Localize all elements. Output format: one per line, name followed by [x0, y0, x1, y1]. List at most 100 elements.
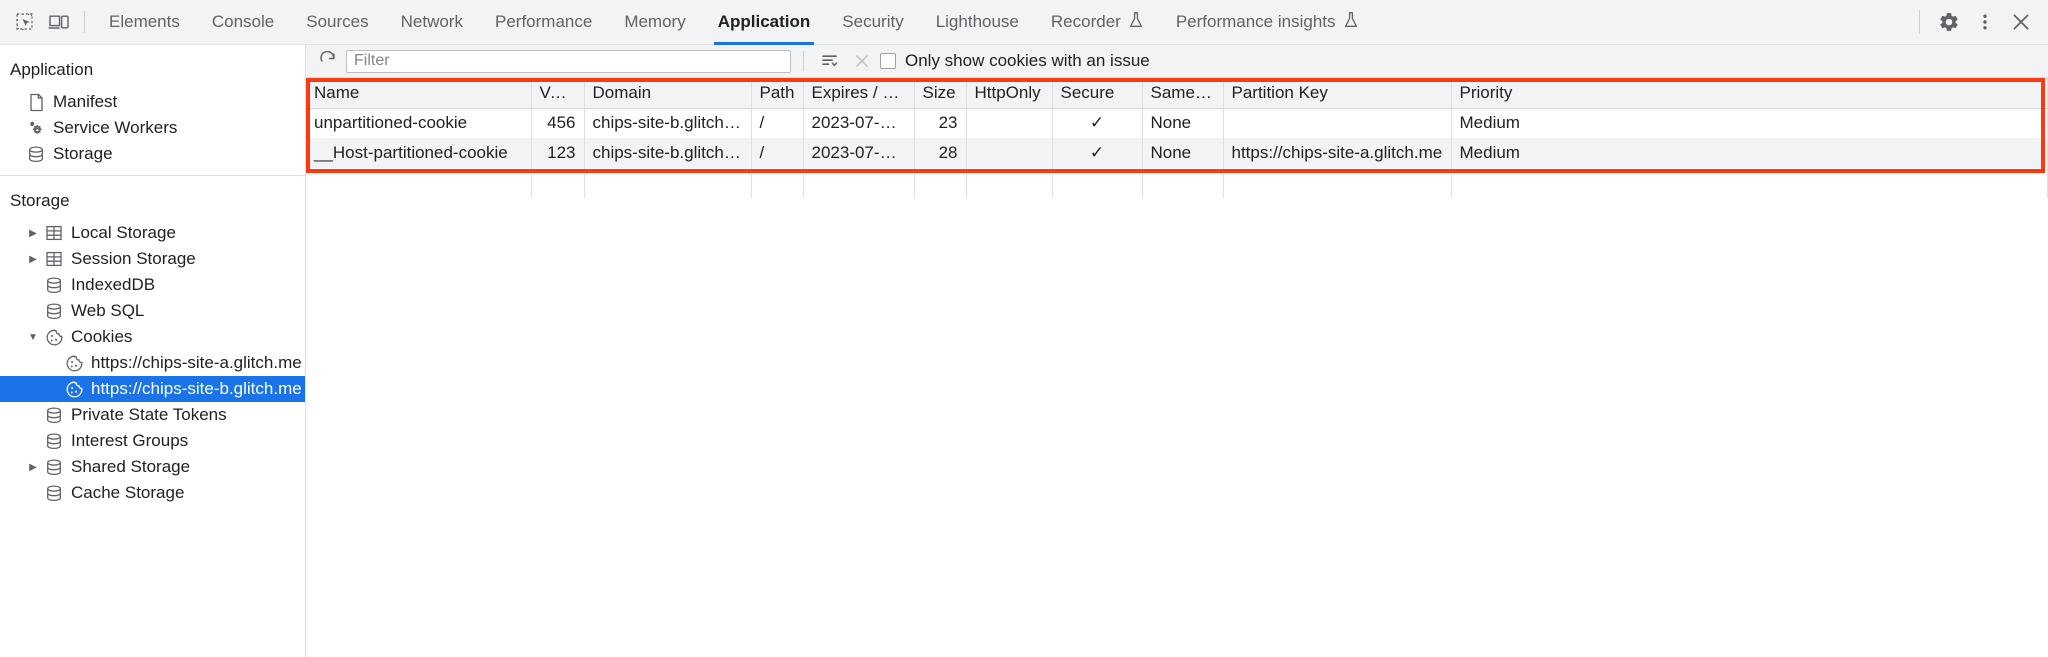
tab-label: Security [842, 12, 904, 31]
sidebar-item-label: IndexedDB [71, 275, 156, 294]
checkbox-box[interactable] [880, 53, 896, 69]
empty-cell [531, 168, 585, 198]
sidebar-item-https-chips-site-b-glitch-me[interactable]: ▶https://chips-site-b.glitch.me [0, 376, 305, 402]
database-icon [42, 431, 66, 451]
tab-label: Performance [494, 12, 593, 31]
chevron-right-icon[interactable]: ▶ [29, 253, 37, 265]
cell-partition-key[interactable] [1223, 108, 1452, 138]
cell-samesite[interactable]: None [1142, 108, 1224, 138]
cell-expires[interactable]: 2023-07-07… [803, 138, 915, 168]
tab-label: Network [400, 12, 463, 31]
database-icon [42, 275, 66, 295]
column-header-priority[interactable]: Priority [1451, 78, 2048, 109]
empty-cell [914, 168, 967, 198]
column-header-size[interactable]: Size [914, 78, 967, 109]
column-header-name[interactable]: Name [306, 78, 532, 109]
sidebar-item-interest-groups[interactable]: ▶Interest Groups [0, 428, 305, 454]
tab-sources[interactable]: Sources [290, 0, 384, 45]
sidebar-item-service-workers[interactable]: Service Workers [0, 115, 305, 141]
cookies-panel: Only show cookies with an issue NameValu… [306, 45, 2048, 657]
tab-security[interactable]: Security [826, 0, 919, 45]
sidebar-item-https-chips-site-a-glitch-me[interactable]: ▶https://chips-site-a.glitch.me [0, 350, 305, 376]
cell-domain[interactable]: chips-site-b.glitch.me [584, 108, 752, 138]
tab-application[interactable]: Application [702, 0, 827, 45]
column-header-value[interactable]: Value [531, 78, 585, 109]
column-header-samesite[interactable]: SameSite [1142, 78, 1224, 109]
experimental-flask-icon [1343, 11, 1359, 34]
column-header-httponly[interactable]: HttpOnly [966, 78, 1053, 109]
device-toolbar-icon[interactable] [42, 5, 76, 39]
tab-console[interactable]: Console [196, 0, 290, 45]
tab-label: Memory [624, 12, 686, 31]
sidebar-item-label: Cookies [71, 327, 133, 346]
sidebar-item-cookies[interactable]: ▼ Cookies [0, 324, 305, 350]
chevron-right-icon[interactable]: ▶ [29, 461, 37, 473]
tab-label: Recorder [1050, 12, 1121, 31]
sidebar-item-indexeddb[interactable]: ▶IndexedDB [0, 272, 305, 298]
storage-tree: ▶Local Storage▶Session Storage▶IndexedDB… [0, 220, 305, 506]
sidebar-item-manifest[interactable]: Manifest [0, 89, 305, 115]
filter-input[interactable] [346, 49, 791, 73]
gears-icon [24, 118, 48, 138]
cell-expires[interactable]: 2023-07-07… [803, 108, 915, 138]
tab-memory[interactable]: Memory [608, 0, 701, 45]
tab-recorder[interactable]: Recorder [1035, 0, 1160, 45]
column-header-partition-key[interactable]: Partition Key [1223, 78, 1452, 109]
cell-httponly[interactable] [966, 108, 1053, 138]
cell-samesite[interactable]: None [1142, 138, 1224, 168]
tab-lighthouse[interactable]: Lighthouse [920, 0, 1035, 45]
sidebar-item-web-sql[interactable]: ▶Web SQL [0, 298, 305, 324]
tab-performance-insights[interactable]: Performance insights [1160, 0, 1375, 45]
refresh-icon[interactable] [314, 48, 342, 74]
only-issues-checkbox[interactable]: Only show cookies with an issue [880, 51, 1150, 71]
column-header-expires-m[interactable]: Expires / M… [803, 78, 915, 109]
sidebar-item-cache-storage[interactable]: ▶Cache Storage [0, 480, 305, 506]
chevron-down-icon[interactable]: ▼ [28, 331, 38, 343]
cell-size[interactable]: 28 [914, 138, 967, 168]
column-header-secure[interactable]: Secure [1052, 78, 1143, 109]
tab-network[interactable]: Network [385, 0, 479, 45]
filter-list-icon[interactable] [816, 48, 844, 74]
clear-all-icon[interactable] [848, 48, 876, 74]
tab-label: Performance insights [1175, 12, 1336, 31]
close-devtools-icon[interactable] [2004, 5, 2038, 39]
inspect-element-icon[interactable] [8, 5, 42, 39]
more-options-kebab-icon[interactable] [1968, 5, 2002, 39]
cell-secure[interactable]: ✓ [1052, 108, 1143, 138]
cell-path[interactable]: / [751, 108, 804, 138]
cell-priority[interactable]: Medium [1451, 138, 2048, 168]
sidebar-item-private-state-tokens[interactable]: ▶Private State Tokens [0, 402, 305, 428]
cell-secure[interactable]: ✓ [1052, 138, 1143, 168]
cell-domain[interactable]: chips-site-b.glitch.me [584, 138, 752, 168]
column-header-domain[interactable]: Domain [584, 78, 752, 109]
empty-cell [751, 168, 804, 198]
sidebar-item-local-storage[interactable]: ▶Local Storage [0, 220, 305, 246]
cell-name[interactable]: __Host-partitioned-cookie [306, 138, 532, 168]
tab-label: Application [717, 12, 811, 31]
sidebar-item-storage[interactable]: Storage [0, 141, 305, 167]
cell-partition-key[interactable]: https://chips-site-a.glitch.me [1223, 138, 1452, 168]
cell-size[interactable]: 23 [914, 108, 967, 138]
column-header-path[interactable]: Path [751, 78, 804, 109]
cell-value[interactable]: 456 [531, 108, 585, 138]
cell-priority[interactable]: Medium [1451, 108, 2048, 138]
cell-value[interactable]: 123 [531, 138, 585, 168]
table-empty-area [306, 168, 2048, 198]
cell-httponly[interactable] [966, 138, 1053, 168]
tab-performance[interactable]: Performance [479, 0, 608, 45]
chevron-right-icon[interactable]: ▶ [29, 227, 37, 239]
settings-gear-icon[interactable] [1932, 5, 1966, 39]
sidebar-item-shared-storage[interactable]: ▶Shared Storage [0, 454, 305, 480]
sidebar-item-session-storage[interactable]: ▶ Session Storage [0, 246, 305, 272]
cell-path[interactable]: / [751, 138, 804, 168]
sidebar-item-label: Web SQL [71, 301, 145, 320]
sidebar-item-label: Storage [53, 144, 113, 163]
sidebar-item-label: Session Storage [71, 249, 196, 268]
tab-elements[interactable]: Elements [93, 0, 196, 45]
cell-name[interactable]: unpartitioned-cookie [306, 108, 532, 138]
